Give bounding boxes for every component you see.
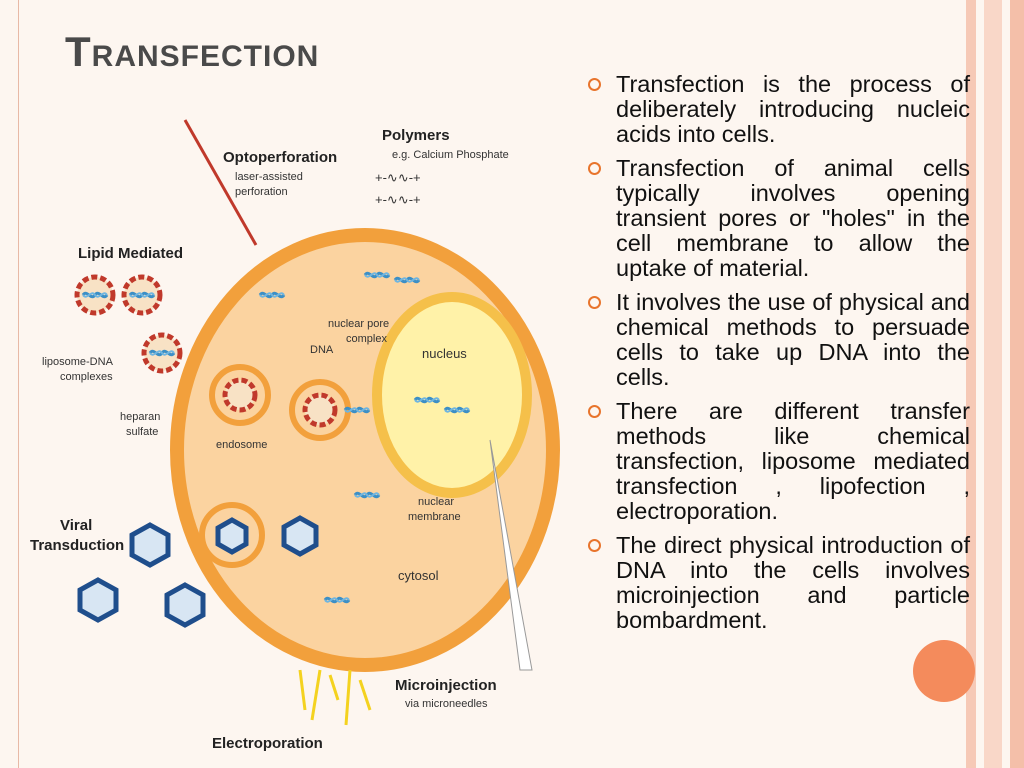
label-cytosol: cytosol [398,568,439,583]
virus-particle [215,517,249,555]
label-lipid-mediated: Lipid Mediated [78,245,183,262]
endosome-liposome [222,377,258,413]
microneedle [489,439,533,671]
bullet-item: The direct physical introduction of DNA … [588,533,970,633]
bullet-text: There are different transfer methods lik… [616,398,970,524]
nucleus [372,292,532,498]
bullet-ring-icon [588,162,601,175]
slide-title: TRANSFECTION [65,28,319,76]
dna-strand-icon [343,406,371,414]
label-polymers-sub: e.g. Calcium Phosphate [392,149,509,161]
dna-strand-icon [323,596,351,604]
dna-strand-icon [363,271,391,279]
dna-strand-icon [148,349,176,357]
transfection-diagram: Polymers e.g. Calcium Phosphate +-∿∿-+ +… [30,119,560,752]
title-rest: RANSFECTION [91,40,320,73]
bullet-text: Transfection is the process of deliberat… [616,71,970,147]
label-endosome: endosome [216,439,267,451]
label-nuclear-pore-2: complex [346,333,387,345]
dna-strand-icon [353,491,381,499]
bullet-item: Transfection is the process of deliberat… [588,72,970,147]
left-border-line [18,0,19,768]
label-polymer-row-2: +-∿∿-+ [375,192,421,207]
bullet-ring-icon [588,405,601,418]
bullet-ring-icon [588,78,601,91]
label-heparan-1: heparan [120,411,160,423]
right-border-stripe [966,0,976,768]
bullet-text: The direct physical introduction of DNA … [616,532,970,633]
label-polymer-row-1: +-∿∿-+ [375,170,421,185]
dna-strand-icon [258,291,286,299]
label-heparan-2: sulfate [126,426,158,438]
virus-particle [164,582,206,628]
title-initial: T [65,28,92,75]
label-polymers: Polymers [382,127,450,144]
virus-particle [281,515,319,557]
dna-strand-icon [128,291,156,299]
electroporation-sparks [298,669,372,726]
endosome-liposome [302,392,338,428]
label-nucleus: nucleus [422,346,467,361]
bullet-ring-icon [588,296,601,309]
label-liposome-dna-2: complexes [60,371,113,383]
decorative-orange-circle [913,640,975,702]
bullet-item: It involves the use of physical and chem… [588,290,970,390]
dna-strand-icon [413,396,441,404]
label-microinjection: Microinjection [395,677,497,694]
label-liposome-dna-1: liposome-DNA [42,356,114,368]
label-electroporation: Electroporation [212,735,323,752]
label-opto-sub-1: laser-assisted [235,171,303,183]
bullet-text: Transfection of animal cells typically i… [616,155,970,281]
dna-strand-icon [443,406,471,414]
label-optoperforation: Optoperforation [223,149,337,166]
virus-particle [77,577,119,623]
label-viral-1: Viral [60,517,92,534]
label-dna: DNA [310,344,334,356]
label-nuclear-membrane-2: membrane [408,511,461,523]
virus-particle [129,522,171,568]
bullet-ring-icon [588,539,601,552]
dna-strand-icon [393,276,421,284]
dna-strand-icon [81,291,109,299]
bullet-item: There are different transfer methods lik… [588,399,970,524]
right-border-stripe [1010,0,1024,768]
bullet-item: Transfection of animal cells typically i… [588,156,970,281]
label-nuclear-membrane-1: nuclear [418,496,454,508]
bullet-text: It involves the use of physical and chem… [616,289,970,390]
right-border-stripe [984,0,1002,768]
label-micro-sub: via microneedles [405,698,488,710]
bullet-list: Transfection is the process of deliberat… [588,72,970,642]
laser-beam [183,119,258,246]
label-opto-sub-2: perforation [235,186,288,198]
label-nuclear-pore-1: nuclear pore [328,318,389,330]
label-viral-2: Transduction [30,537,124,554]
